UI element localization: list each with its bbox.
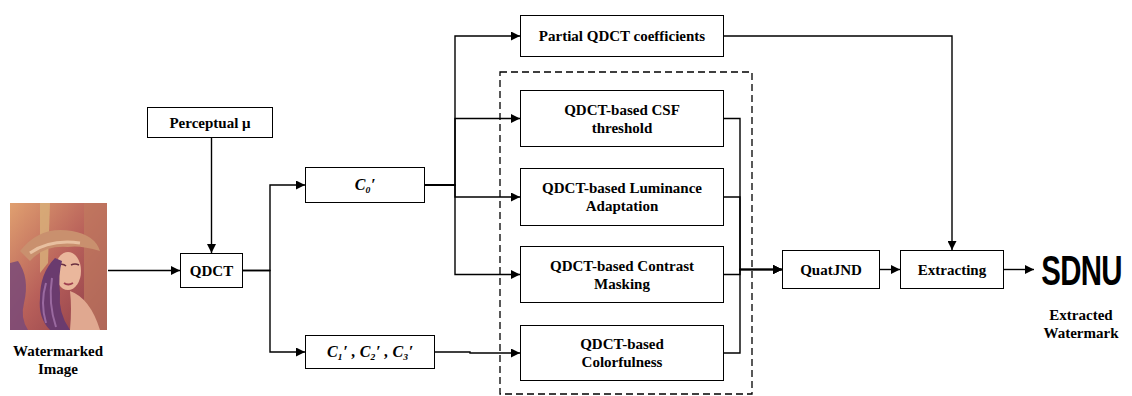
arrow-connector [724, 119, 782, 270]
process-box: QDCT-based CSF threshold [520, 90, 724, 147]
arrow-connector [211, 138, 212, 253]
arrow-connector [435, 352, 520, 353]
node-label: QDCT-based Colorfulness [542, 335, 702, 371]
image-node: Watermarked Image [8, 203, 108, 378]
arrow-connector [425, 185, 520, 275]
node-label: Extracted Watermark [1034, 306, 1128, 342]
arrow-connector [243, 185, 305, 271]
dashed-group-border [500, 72, 752, 394]
input-box: Perceptual μ [147, 107, 273, 138]
watermark-node: SDNU Extracted Watermark [1034, 248, 1128, 342]
arrow-connector [724, 197, 782, 270]
node-label: QDCT [190, 262, 233, 280]
arrow-connector [724, 36, 952, 250]
watermark-text: SDNU [1041, 248, 1122, 294]
node-label: C₀′ [355, 176, 376, 194]
node-label: C₁′ , C₂′ , C₃′ [327, 343, 413, 361]
node-label: QuatJND [800, 261, 862, 279]
arrow-connector [243, 271, 305, 353]
arrow-connector [724, 270, 782, 275]
process-box: QDCT-based Colorfulness [520, 325, 724, 381]
node-label: Partial QDCT coefficients [539, 27, 705, 45]
process-box: Extracting [900, 250, 1004, 289]
arrow-connector [880, 269, 900, 270]
node-label: QDCT-based Contrast Masking [542, 257, 702, 293]
process-box: QDCT [180, 253, 243, 288]
portrait-illustration [10, 203, 107, 330]
arrow-connector [425, 36, 520, 185]
arrow-connector [425, 119, 520, 186]
arrow-connector [724, 270, 782, 354]
process-box: QDCT-based Luminance Adaptation [520, 168, 724, 226]
node-label: QDCT-based Luminance Adaptation [542, 179, 702, 215]
arrow-connector [1004, 269, 1034, 270]
node-label: Perceptual μ [169, 114, 250, 132]
coefficient-box: C₁′ , C₂′ , C₃′ [305, 335, 435, 369]
process-box: QuatJND [782, 250, 880, 289]
node-label: Extracting [918, 261, 986, 279]
process-box: QDCT-based Contrast Masking [520, 246, 724, 303]
arrow-connector [425, 185, 520, 197]
arrow-connector [108, 270, 180, 271]
process-box: Partial QDCT coefficients [520, 15, 724, 57]
coefficient-box: C₀′ [305, 167, 425, 203]
node-label: Watermarked Image [8, 342, 108, 378]
node-label: QDCT-based CSF threshold [542, 101, 702, 137]
